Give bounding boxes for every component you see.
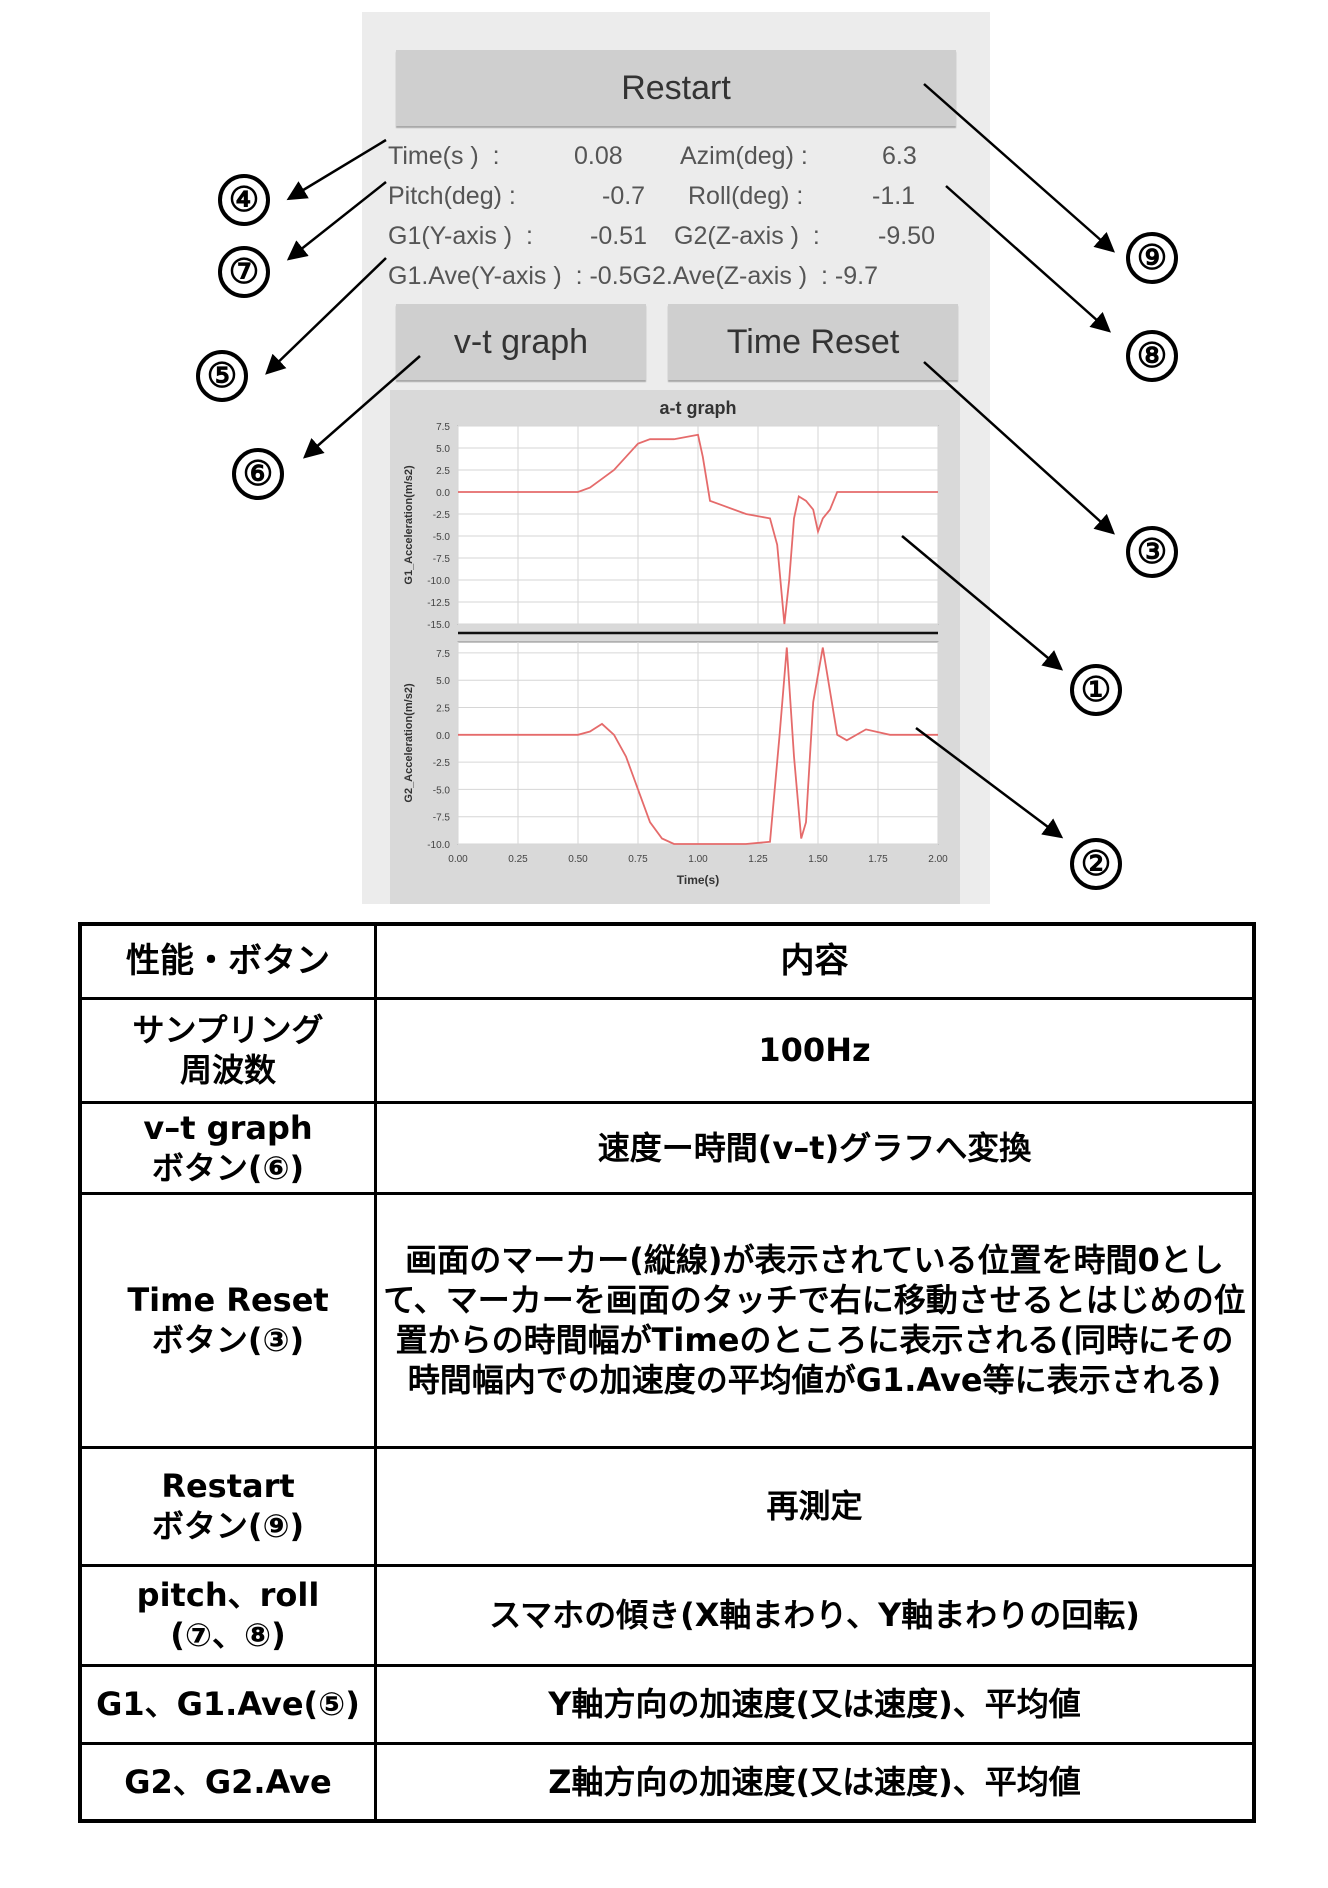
y-tick-label: 7.5 bbox=[436, 422, 450, 433]
table-row: G2、G2.Ave Z軸方向の加速度(又は速度)、平均値 bbox=[78, 1741, 1256, 1823]
pitch-label: Pitch(deg) : bbox=[388, 182, 516, 210]
row-feature: サンプリング 周波数 bbox=[78, 996, 377, 1104]
average-readout: G1.Ave(Y-axis ) : -0.5G2.Ave(Z-axis ) : … bbox=[388, 262, 878, 290]
g1-value: -0.51 bbox=[590, 222, 647, 250]
x-tick-label: 1.75 bbox=[868, 854, 888, 865]
y-tick-label: -7.5 bbox=[433, 554, 451, 565]
vt-graph-button[interactable]: v-t graph bbox=[396, 304, 646, 380]
row-content: スマホの傾き(X軸まわり、Y軸まわりの回転) bbox=[374, 1563, 1256, 1667]
g2-value: -9.50 bbox=[878, 222, 935, 250]
x-tick-label: 1.00 bbox=[688, 854, 708, 865]
table-row: v–t graph ボタン(⑥) 速度ー時間(v–t)グラフへ変換 bbox=[78, 1100, 1256, 1195]
table-row: Restart ボタン(⑨) 再測定 bbox=[78, 1445, 1256, 1567]
table-header-row: 性能・ボタン 内容 bbox=[78, 922, 1256, 1000]
time-reset-button[interactable]: Time Reset bbox=[668, 304, 958, 380]
y-tick-label: 0.0 bbox=[436, 488, 450, 499]
y-tick-label: -15.0 bbox=[427, 620, 450, 631]
x-tick-label: 1.25 bbox=[748, 854, 768, 865]
arrow-4 bbox=[286, 138, 387, 201]
x-tick-label: 1.50 bbox=[808, 854, 828, 865]
callout-3: ③ bbox=[1126, 526, 1178, 578]
arrow-8 bbox=[945, 185, 1111, 333]
y-tick-label: -7.5 bbox=[433, 813, 451, 824]
callout-7: ⑦ bbox=[218, 246, 270, 298]
row-content: 再測定 bbox=[374, 1445, 1256, 1567]
arrow-3 bbox=[923, 361, 1115, 535]
y-tick-label: -2.5 bbox=[433, 758, 451, 769]
y-tick-label: -5.0 bbox=[433, 532, 451, 543]
row-content: 画面のマーカー(縦線)が表示されている位置を時間0として、マーカーを画面のタッチ… bbox=[374, 1191, 1256, 1449]
y-tick-label: -5.0 bbox=[433, 785, 451, 796]
at-graph: a-t graph 7.5 5.0 2.5 0.0 -2.5 -5.0 -7.5 -10.0 -1… bbox=[403, 398, 948, 887]
callout-arrows bbox=[265, 83, 1115, 839]
callout-1: ① bbox=[1070, 664, 1122, 716]
row-content: Z軸方向の加速度(又は速度)、平均値 bbox=[374, 1741, 1256, 1823]
series-line bbox=[458, 433, 938, 625]
y-tick-label: 2.5 bbox=[436, 466, 450, 477]
table-row: pitch、roll (⑦、⑧) スマホの傾き(X軸まわり、Y軸まわりの回転) bbox=[78, 1563, 1256, 1667]
y-tick-label: 7.5 bbox=[436, 649, 450, 660]
at-graph-panel[interactable]: a-t graph 7.5 5.0 2.5 0.0 -2.5 -5.0 -7.5 -10.0 -1… bbox=[390, 390, 960, 904]
restart-button[interactable]: Restart bbox=[396, 50, 956, 126]
arrow-7 bbox=[286, 181, 387, 261]
row-content: Y軸方向の加速度(又は速度)、平均値 bbox=[374, 1663, 1256, 1745]
pitch-value: -0.7 bbox=[602, 182, 646, 210]
g2-label: G2(Z-axis ) : bbox=[674, 222, 820, 250]
azim-label: Azim(deg) : bbox=[680, 142, 808, 170]
row-feature: G2、G2.Ave bbox=[78, 1741, 377, 1823]
y-tick-label: -2.5 bbox=[433, 510, 451, 521]
y-tick-label: -10.0 bbox=[427, 840, 450, 851]
time-label: Time(s ) : bbox=[388, 142, 500, 170]
table-row: サンプリング 周波数 100Hz bbox=[78, 996, 1256, 1104]
y-tick-label: 5.0 bbox=[436, 444, 450, 455]
row-feature: Time Reset ボタン(③) bbox=[78, 1191, 377, 1449]
header-feature: 性能・ボタン bbox=[78, 922, 377, 1000]
arrow-6 bbox=[302, 355, 421, 459]
arrow-9 bbox=[923, 83, 1115, 253]
x-axis-label: Time(s) bbox=[677, 873, 719, 887]
header-content: 内容 bbox=[374, 922, 1256, 1000]
g1-label: G1(Y-axis ) : bbox=[388, 222, 533, 250]
x-tick-label: 0.00 bbox=[448, 854, 468, 865]
chart-title: a-t graph bbox=[659, 398, 736, 418]
time-value: 0.08 bbox=[574, 142, 623, 170]
row-feature: v–t graph ボタン(⑥) bbox=[78, 1100, 377, 1195]
x-tick-label: 2.00 bbox=[928, 854, 948, 865]
callout-5: ⑤ bbox=[196, 350, 248, 402]
y-tick-label: 2.5 bbox=[436, 704, 450, 715]
table-row: G1、G1.Ave(⑤) Y軸方向の加速度(又は速度)、平均値 bbox=[78, 1663, 1256, 1745]
row-content: 100Hz bbox=[374, 996, 1256, 1104]
arrow-5 bbox=[265, 257, 387, 375]
callout-9: ⑨ bbox=[1126, 232, 1178, 284]
row-feature: G1、G1.Ave(⑤) bbox=[78, 1663, 377, 1745]
table-row: Time Reset ボタン(③) 画面のマーカー(縦線)が表示されている位置を… bbox=[78, 1191, 1256, 1449]
x-tick-label: 0.50 bbox=[568, 854, 588, 865]
y-tick-label: -12.5 bbox=[427, 598, 450, 609]
phone-screen: Restart Time(s ) : 0.08 Azim(deg) : 6.3 … bbox=[362, 12, 990, 904]
y-axis-label: G1_Acceleration(m/s2) bbox=[403, 465, 415, 585]
y-tick-label: 0.0 bbox=[436, 731, 450, 742]
roll-label: Roll(deg) : bbox=[688, 182, 804, 210]
callout-2: ② bbox=[1070, 838, 1122, 890]
y-tick-label: -10.0 bbox=[427, 576, 450, 587]
callout-4: ④ bbox=[218, 174, 270, 226]
x-tick-label: 0.25 bbox=[508, 854, 528, 865]
y-axis-label: G2_Acceleration(m/s2) bbox=[403, 683, 415, 803]
roll-value: -1.1 bbox=[872, 182, 916, 210]
azim-value: 6.3 bbox=[882, 142, 917, 170]
arrow-2 bbox=[915, 727, 1064, 839]
x-tick-label: 0.75 bbox=[628, 854, 648, 865]
series-line bbox=[458, 647, 938, 845]
spec-table: 性能・ボタン 内容 サンプリング 周波数 100Hz v–t graph ボタン… bbox=[78, 922, 1256, 1823]
callout-8: ⑧ bbox=[1126, 330, 1178, 382]
row-feature: Restart ボタン(⑨) bbox=[78, 1445, 377, 1567]
row-feature: pitch、roll (⑦、⑧) bbox=[78, 1563, 377, 1667]
callout-6: ⑥ bbox=[232, 448, 284, 500]
row-content: 速度ー時間(v–t)グラフへ変換 bbox=[374, 1100, 1256, 1195]
arrow-1 bbox=[901, 535, 1064, 671]
y-tick-label: 5.0 bbox=[436, 676, 450, 687]
